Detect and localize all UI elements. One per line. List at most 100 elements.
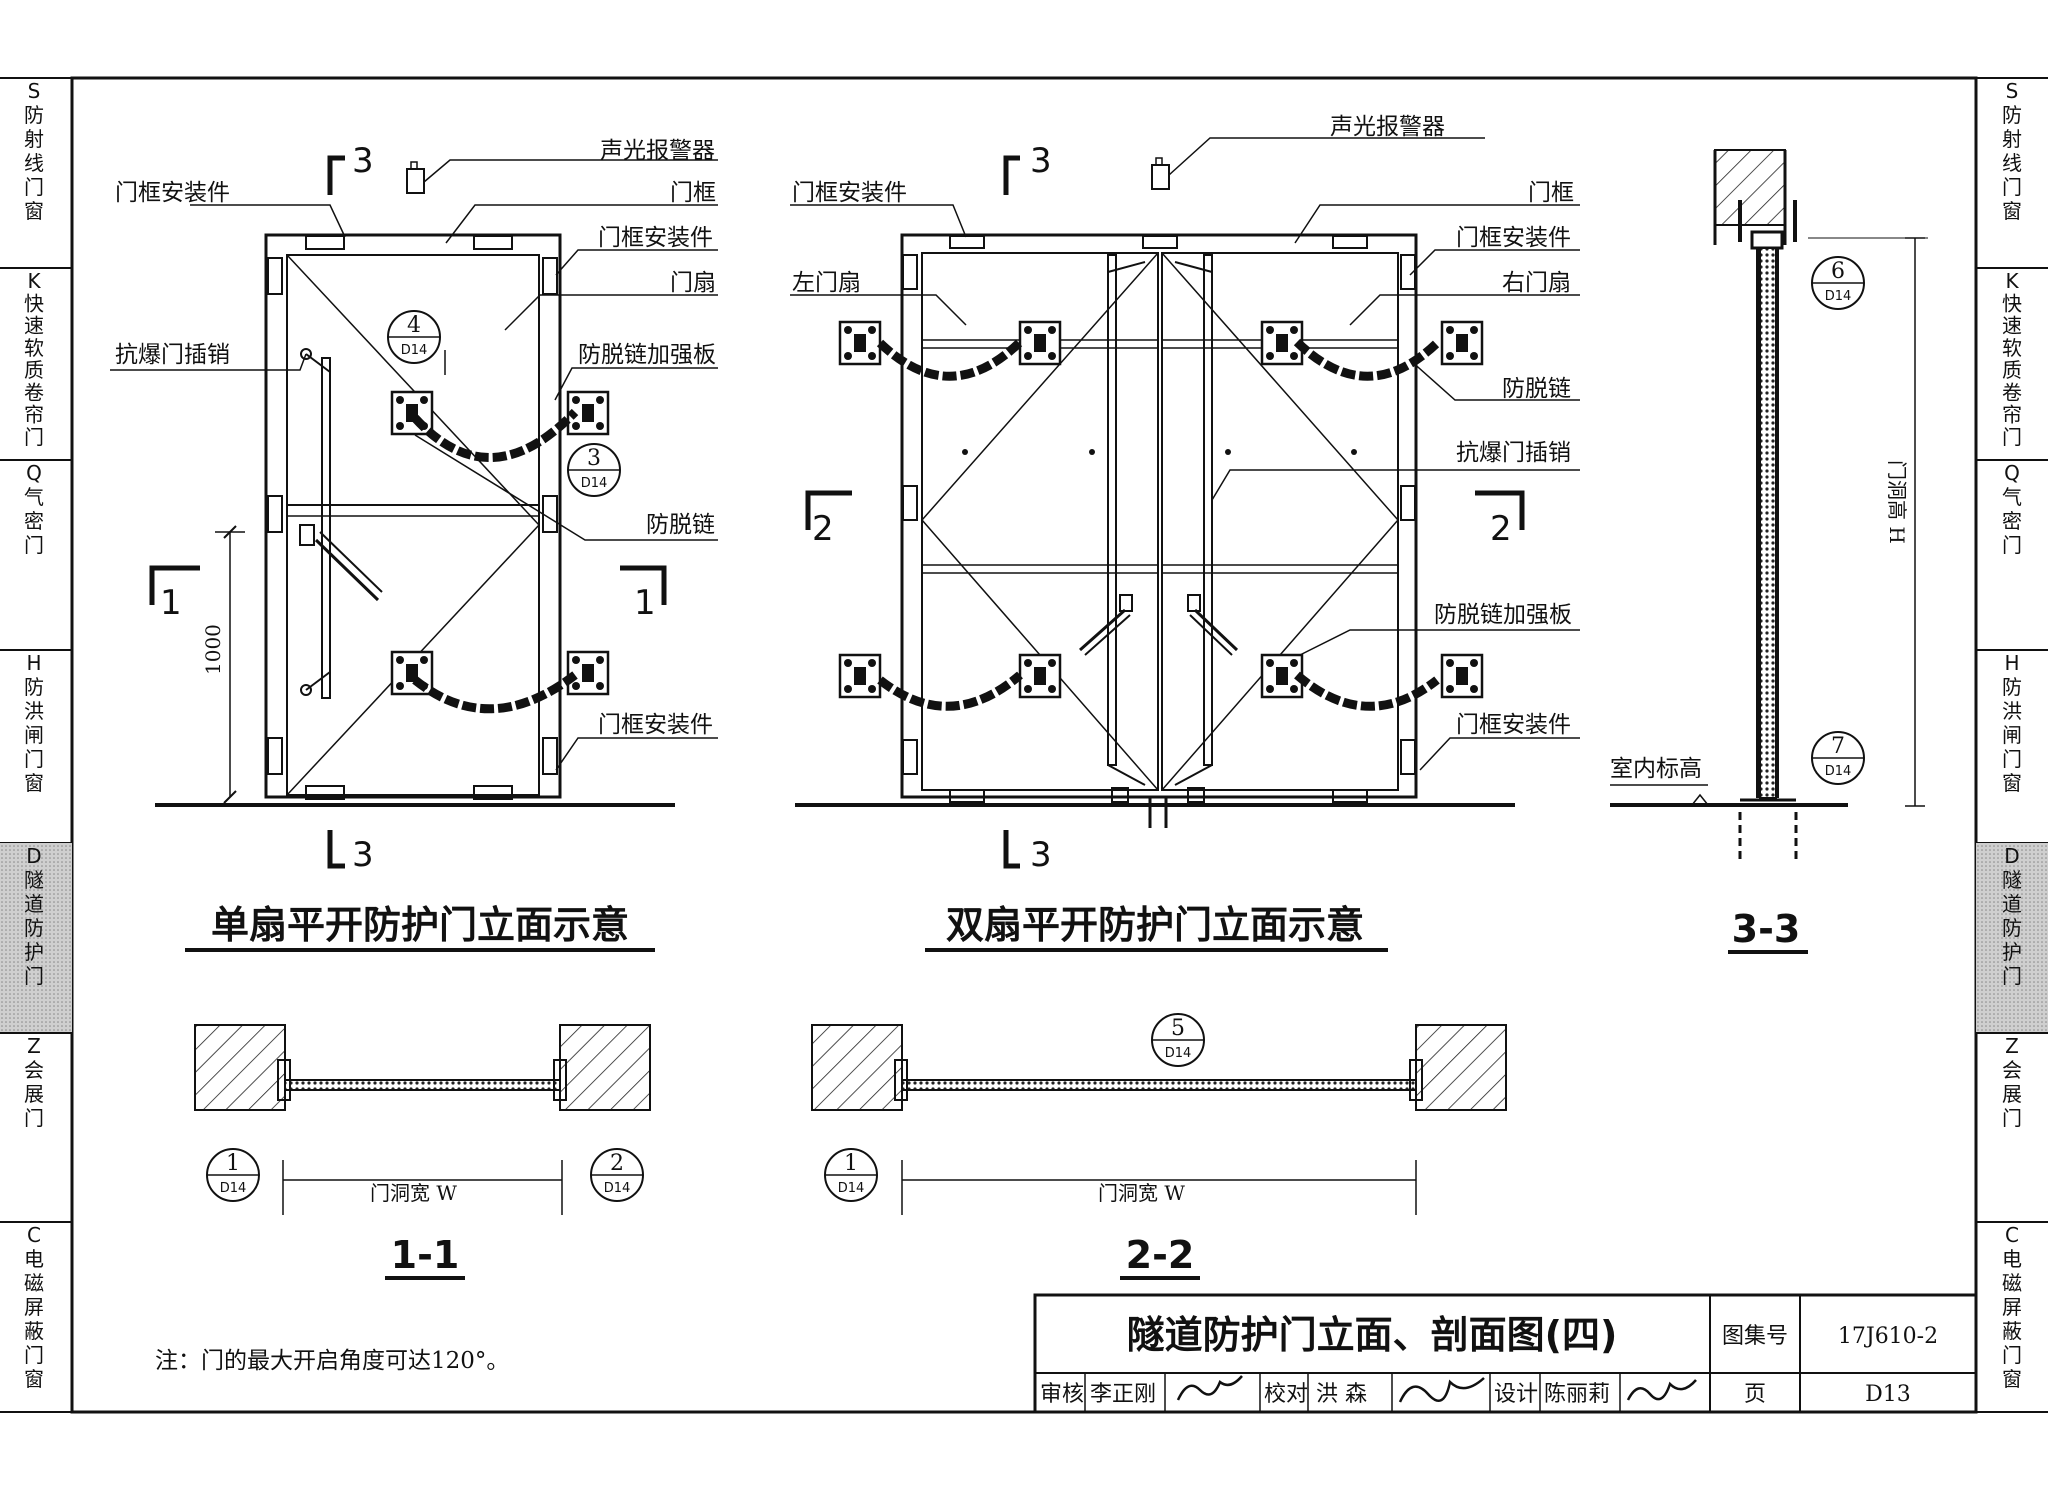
label-chain-double: 防脱链 [1502, 376, 1571, 402]
right-tab-char: 线 [2002, 151, 2022, 175]
right-tab-char: 快 [2002, 291, 2022, 315]
left-tab-char: 射 [24, 127, 44, 151]
right-tab-char: 门 [2002, 1106, 2022, 1130]
label-plate: 防脱链加强板 [578, 342, 716, 368]
left-tab-code: S [28, 79, 41, 103]
right-tab-code: H [2004, 651, 2019, 675]
cut-mark-3-bottom: 3 [352, 835, 374, 875]
right-tab-char: 闸 [2002, 723, 2022, 747]
left-tab-char: 护 [24, 940, 44, 964]
atlas-label: 图集号 [1722, 1324, 1788, 1349]
review-label: 审核 [1040, 1382, 1084, 1407]
alarm-icon [406, 168, 425, 194]
left-tab-char: 门 [24, 425, 44, 449]
right-tab-char: 防 [2002, 916, 2022, 940]
right-tab-char: 窗 [2002, 1367, 2022, 1391]
reviewer-name: 李正刚 [1090, 1382, 1156, 1407]
svg-text:D14: D14 [1825, 764, 1852, 779]
left-tab-char: 速 [24, 314, 44, 338]
left-tab-char: 快 [24, 291, 44, 315]
left-tab-code: Q [26, 461, 42, 485]
left-tab-char: 门 [24, 533, 44, 557]
check-label: 校对 [1264, 1382, 1308, 1407]
right-tab-char: 防 [2002, 675, 2022, 699]
left-tab-code: K [27, 269, 41, 293]
label-frame-fitting-left-double: 门框安装件 [792, 180, 907, 206]
svg-text:5: 5 [1171, 1016, 1185, 1041]
right-tab-char: 门 [2002, 1343, 2022, 1367]
right-tab-char: 道 [2002, 892, 2022, 916]
left-tab-char: 门 [24, 747, 44, 771]
right-tab-char: 展 [2002, 1082, 2022, 1106]
chain-plate [838, 653, 882, 699]
section-1-1-title: 1-1 [391, 1233, 460, 1277]
right-tab-char: 气 [2002, 485, 2022, 509]
width-label-1-1: 门洞宽 W [370, 1181, 457, 1205]
right-tab-code: K [2005, 269, 2019, 293]
svg-text:D14: D14 [220, 1181, 247, 1196]
chain-plate [1440, 320, 1484, 366]
chain-plate [566, 650, 610, 696]
left-tab-char: 防 [24, 916, 44, 940]
designer-signature [1626, 1379, 1697, 1401]
left-tab-char: 门 [24, 1343, 44, 1367]
label-chain: 防脱链 [646, 512, 715, 538]
label-frame-fitting-bottom: 门框安装件 [598, 712, 713, 738]
left-tab-char: 窗 [24, 199, 44, 223]
chain-plate [1260, 653, 1304, 699]
label-alarm: 声光报警器 [600, 138, 715, 164]
design-label: 设计 [1494, 1382, 1538, 1407]
svg-text:7: 7 [1831, 734, 1845, 759]
svg-text:D14: D14 [401, 343, 428, 358]
checker-name: 洪 森 [1316, 1382, 1367, 1407]
right-tab-code: S [2006, 79, 2019, 103]
chain-plate [1018, 320, 1062, 366]
page-number: D13 [1865, 1382, 1911, 1407]
right-tab-char: 窗 [2002, 199, 2022, 223]
chain-plate [1440, 653, 1484, 699]
left-tab-code: Z [27, 1034, 41, 1058]
cut-mark-2-left: 2 [812, 509, 834, 549]
right-tab-char: 门 [2002, 175, 2022, 199]
cut-mark-3-top: 3 [352, 141, 374, 181]
left-tab-code: H [26, 651, 41, 675]
section-2-2-title: 2-2 [1126, 1233, 1195, 1277]
svg-text:2: 2 [610, 1151, 624, 1176]
double-door-title: 双扇平开防护门立面示意 [946, 903, 1364, 947]
cut-mark-3-bottom-double: 3 [1030, 835, 1052, 875]
left-tab-char: 窗 [24, 771, 44, 795]
label-plate-double: 防脱链加强板 [1434, 602, 1572, 628]
left-tab-code: D [26, 844, 41, 868]
right-tab-char: 电 [2002, 1247, 2022, 1271]
height-label: 门洞高 H [1885, 460, 1909, 544]
right-tab-char: 防 [2002, 103, 2022, 127]
cut-mark-3-top-double: 3 [1030, 141, 1052, 181]
atlas-number: 17J610-2 [1838, 1324, 1938, 1349]
designer-name: 陈丽莉 [1544, 1382, 1610, 1407]
right-tab-char: 门 [2002, 425, 2022, 449]
right-tab-char: 软 [2002, 336, 2022, 360]
dim-1000: 1000 [201, 624, 225, 675]
left-tab-char: 门 [24, 964, 44, 988]
single-door-title: 单扇平开防护门立面示意 [211, 903, 629, 947]
label-frame-fitting-bottom-double: 门框安装件 [1456, 712, 1571, 738]
svg-text:D14: D14 [1165, 1046, 1192, 1061]
chain-plate [390, 390, 434, 436]
left-side-tabs: S防射线门窗K快速软质卷帘门Q气密门H防洪闸门窗D隧道防护门Z会展门C电磁屏蔽门… [0, 77, 72, 1413]
left-tab-char: 闸 [24, 723, 44, 747]
right-tab-char: 屏 [2002, 1295, 2022, 1319]
left-tab-char: 隧 [24, 868, 44, 892]
left-tab-char: 门 [24, 1106, 44, 1130]
cut-mark-2-right: 2 [1490, 509, 1512, 549]
right-tab-code: D [2004, 844, 2019, 868]
right-tab-char: 门 [2002, 747, 2022, 771]
label-bolt-double: 抗爆门插销 [1456, 440, 1571, 466]
